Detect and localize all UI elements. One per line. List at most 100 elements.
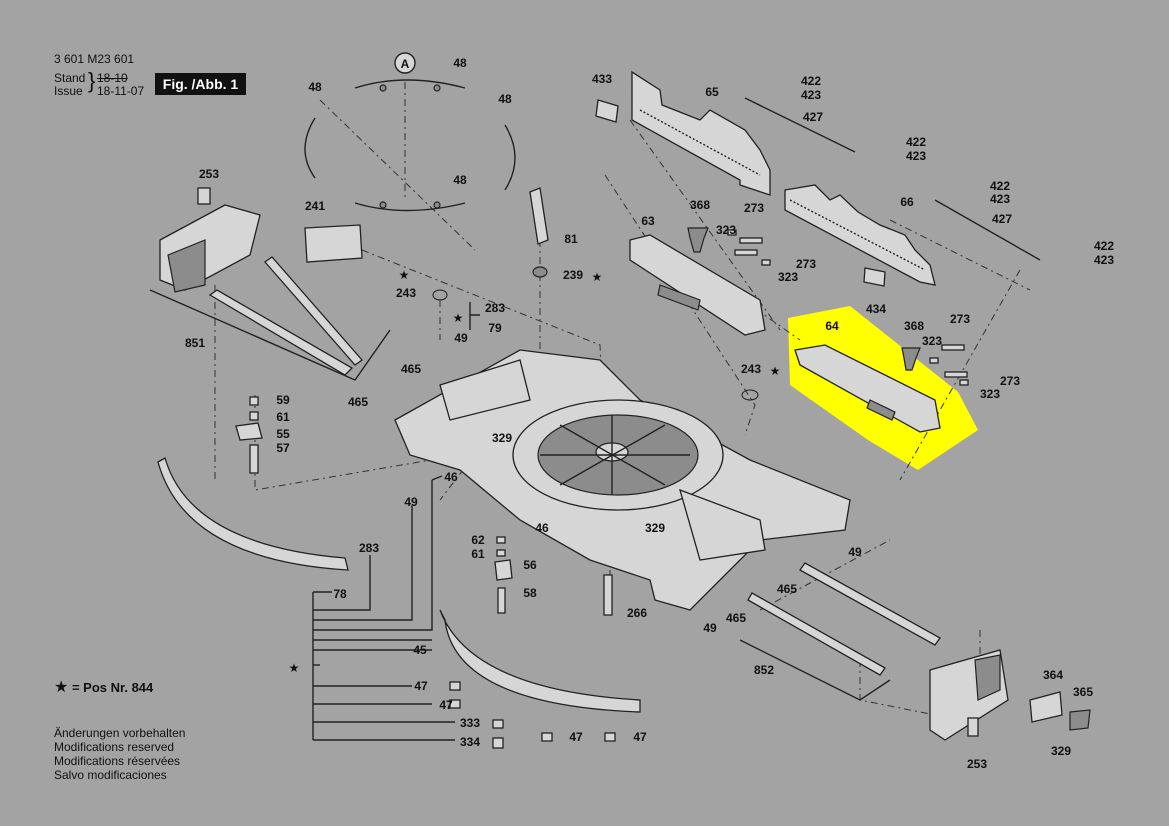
label-333: 333 [460,716,480,730]
label-423: 423 [801,88,821,102]
label-273: 273 [796,257,816,271]
label-48: 48 [498,92,512,106]
part-253-bracket [159,187,261,293]
label-334: 334 [460,735,480,749]
rod-427-lower [934,199,1041,261]
label-368: 368 [904,319,924,333]
leader-lines [312,302,480,741]
label-368: 368 [690,198,710,212]
label-465: 465 [777,582,797,596]
label-323: 323 [778,270,798,284]
label-46: 46 [535,521,549,535]
knob-368-a [687,227,709,253]
figure-label: Fig. /Abb. 1 [155,73,246,95]
label-273: 273 [744,201,764,215]
small-fasteners-bottom [449,681,616,749]
label-49: 49 [404,495,418,509]
label-253: 253 [199,167,219,181]
part-78-scale [157,457,349,571]
part-64-extension [794,344,941,433]
label-49: 49 [848,545,862,559]
screws-273-323 [727,229,969,386]
label-323: 323 [922,334,942,348]
note-line: Salvo modificaciones [54,768,167,782]
modification-notes: Änderungen vorbehalten Modifications res… [54,726,185,782]
label-81: 81 [564,232,578,246]
label-329: 329 [1051,744,1071,758]
part-63-extension [629,234,766,336]
label-465: 465 [348,395,368,409]
label-66: 66 [900,195,914,209]
small-fasteners-left [235,396,263,474]
label-364: 364 [1043,668,1063,682]
part-239-cap [532,266,548,278]
label-422: 422 [990,179,1010,193]
label-323: 323 [716,223,736,237]
small-fasteners-center [494,536,613,616]
label-48: 48 [453,56,467,70]
stand-label: Stand [54,71,86,85]
label-852: 852 [754,663,774,677]
issue-label: Issue [54,84,83,98]
label-49: 49 [454,331,468,345]
label-62: 62 [471,533,485,547]
washer-243-a [432,289,448,301]
label-273: 273 [950,312,970,326]
label-851: 851 [185,336,205,350]
part-81-strip [529,187,549,245]
label-47: 47 [569,730,583,744]
label-243: 243 [396,286,416,300]
knob-368-b [901,347,921,371]
label-56: 56 [523,558,537,572]
label-239: 239 [563,268,583,282]
rails-852 [739,562,941,701]
label-47: 47 [439,698,453,712]
knob-365 [1069,709,1091,731]
star-icon: ★ [453,311,464,325]
label-45: 45 [413,643,427,657]
star-markers: ★ ★ ★ ★ ★ [289,268,781,675]
stand-value: 18-10 [97,71,128,85]
label-48: 48 [308,80,322,94]
label-422: 422 [1094,239,1114,253]
label-59: 59 [276,393,290,407]
label-423: 423 [990,192,1010,206]
label-422: 422 [801,74,821,88]
star-legend-text: = Pos Nr. 844 [71,680,154,695]
label-465: 465 [401,362,421,376]
guard-ring-parts-48 [304,79,516,212]
label-58: 58 [523,586,537,600]
issue-value: 18-11-07 [97,84,145,98]
label-64: 64 [825,319,839,333]
label-61: 61 [276,410,290,424]
label-427: 427 [992,212,1012,226]
label-273: 273 [1000,374,1020,388]
note-line: Änderungen vorbehalten [54,726,186,740]
label-46: 46 [444,470,458,484]
part-434-label [863,267,886,287]
label-61: 61 [471,547,485,561]
label-65: 65 [705,85,719,99]
part-433-label [595,99,619,123]
part-364-plate [1029,691,1063,723]
label-57: 57 [276,441,290,455]
header-brace: } [88,68,96,93]
part-45-insert [439,609,641,713]
label-465: 465 [726,611,746,625]
label-49: 49 [703,621,717,635]
label-48: 48 [453,173,467,187]
label-241: 241 [305,199,325,213]
callout-circle-a [394,52,416,74]
rod-427-upper [744,97,856,153]
label-78: 78 [333,587,347,601]
label-329: 329 [492,431,512,445]
star-icon: ★ [592,270,603,284]
label-63: 63 [641,214,655,228]
label-365: 365 [1073,685,1093,699]
fence-66 [784,184,936,286]
label-427: 427 [803,110,823,124]
label-55: 55 [276,427,290,441]
label-323: 323 [980,387,1000,401]
label-79: 79 [488,321,502,335]
